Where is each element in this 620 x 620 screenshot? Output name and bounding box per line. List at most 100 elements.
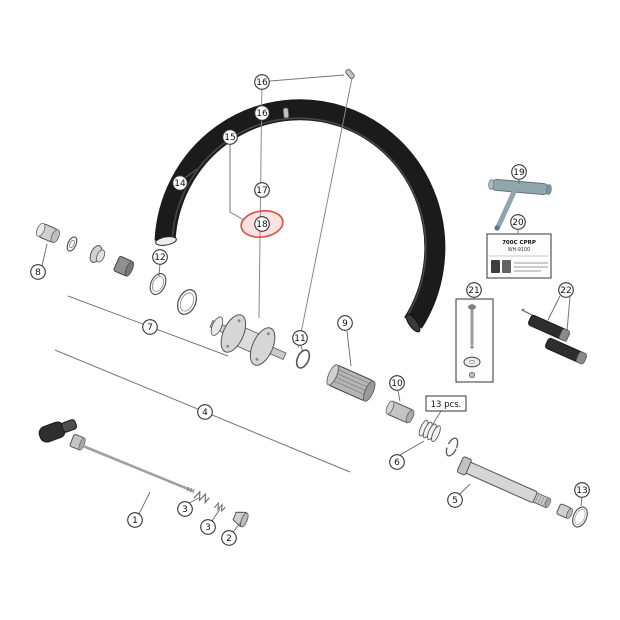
callout-3: 3: [200, 519, 216, 535]
callout-leader-1: [138, 491, 151, 515]
callout-22: 22: [558, 282, 574, 298]
callout-leader-12: [158, 263, 161, 277]
svg-text:19: 19: [513, 168, 525, 178]
sticker-line2: WH-9100: [508, 247, 530, 253]
callout-leader-10: [397, 390, 401, 402]
callout-20: 20: [510, 214, 526, 230]
skewer-spring: [193, 490, 210, 505]
callout-4: 4: [197, 404, 213, 420]
svg-text:10: 10: [391, 379, 403, 389]
svg-text:16: 16: [256, 78, 268, 88]
rim-sticker: 700C CPRP WH-9100: [486, 233, 552, 279]
callout-leader-14: [184, 168, 198, 179]
sticker-line1: 700C CPRP: [502, 240, 536, 246]
svg-text:6: 6: [394, 458, 400, 468]
parts-count-text: 13 pcs.: [431, 400, 462, 410]
callout-leader-3: [188, 497, 200, 504]
axle-end-cap: [556, 503, 573, 519]
callout-18: 18: [254, 216, 270, 232]
callout-15: 15: [222, 129, 238, 145]
skewer-threads: [186, 486, 195, 494]
caution-icon: [502, 260, 511, 273]
svg-text:7: 7: [147, 323, 153, 333]
skewer-spring: [213, 501, 226, 513]
t-handle-tool: [488, 178, 552, 231]
callout-9: 9: [337, 315, 353, 331]
seal-ring: [149, 272, 167, 296]
callout-16: 16: [254, 105, 270, 121]
svg-text:14: 14: [174, 179, 186, 189]
parts-count-note: 13 pcs.: [425, 395, 467, 412]
callout-leader-8: [41, 243, 48, 267]
o-ring: [295, 349, 311, 369]
seal-ring: [572, 506, 588, 528]
callout-leader-22: [547, 295, 561, 321]
callout-14: 14: [172, 175, 188, 191]
callout-leader-5: [458, 483, 471, 496]
adjusting-nut: [232, 511, 249, 528]
small-parts-box: [455, 298, 494, 383]
spoke-nipple: [282, 107, 290, 119]
callout-leader-11: [300, 345, 304, 353]
quick-release-lever: [38, 419, 78, 443]
svg-text:3: 3: [205, 523, 211, 533]
svg-text:8: 8: [35, 268, 41, 278]
callout-11: 11: [292, 330, 308, 346]
callout-5: 5: [447, 492, 463, 508]
hub-body: [209, 314, 287, 366]
dust-seal: [89, 245, 106, 263]
callout-8: 8: [30, 264, 46, 280]
callout-7: 7: [142, 319, 158, 335]
svg-text:2: 2: [226, 534, 232, 544]
spoke-nipple: [345, 68, 355, 80]
washer-stack: [418, 419, 441, 442]
brake-pads: [521, 308, 588, 365]
svg-text:15: 15: [224, 133, 235, 143]
svg-text:12: 12: [154, 253, 165, 263]
callout-2: 2: [221, 530, 237, 546]
svg-text:9: 9: [342, 319, 348, 329]
callout-21: 21: [466, 282, 482, 298]
cone-nut: [113, 255, 134, 277]
snap-ring: [445, 437, 459, 457]
callout-leader-3: [211, 508, 221, 522]
svg-text:17: 17: [256, 186, 267, 196]
svg-text:3: 3: [182, 505, 188, 515]
end-cap: [36, 222, 60, 244]
svg-text:13: 13: [576, 486, 587, 496]
callout-1: 1: [127, 512, 143, 528]
freehub-body: [326, 364, 376, 402]
callout-17: 17: [254, 182, 270, 198]
rim-end-section: [155, 236, 177, 246]
callout-10: 10: [389, 375, 405, 391]
rim: [154, 99, 446, 333]
svg-text:5: 5: [452, 496, 458, 506]
svg-text:21: 21: [468, 286, 479, 296]
skewer-rod: [82, 444, 194, 493]
washer: [66, 236, 78, 252]
svg-text:22: 22: [560, 286, 571, 296]
svg-text:4: 4: [202, 408, 208, 418]
axle: [456, 456, 551, 509]
seal-ring: [176, 288, 198, 316]
callout-12: 12: [152, 249, 168, 265]
svg-text:1: 1: [132, 516, 138, 526]
callout-leader-2: [232, 521, 242, 533]
spacer-cylinder: [385, 400, 415, 424]
callout-leader-9: [346, 330, 352, 367]
callout-6: 6: [389, 454, 405, 470]
quick-release-cam: [69, 434, 86, 451]
callout-leader-13: [580, 496, 583, 507]
svg-text:16: 16: [256, 109, 268, 119]
callout-19: 19: [511, 164, 527, 180]
rim-end-section: [405, 313, 421, 333]
svg-text:18: 18: [256, 220, 268, 230]
callout-16: 16: [254, 74, 270, 90]
caution-icon: [491, 260, 500, 273]
svg-text:20: 20: [512, 218, 524, 228]
callout-leader-6: [399, 440, 425, 456]
callout-13: 13: [574, 482, 590, 498]
